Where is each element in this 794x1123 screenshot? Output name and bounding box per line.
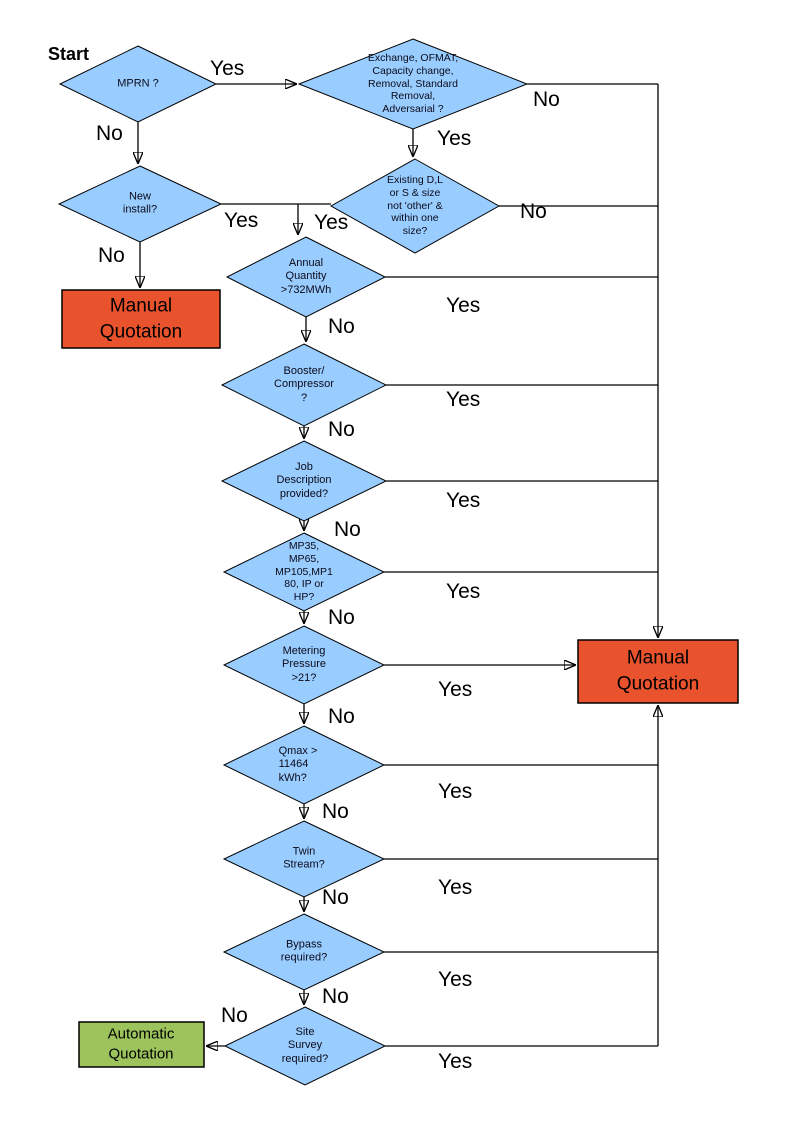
decision-job-label: Job Description provided?	[276, 460, 332, 500]
edge-label-exchange-no: No	[533, 88, 560, 111]
manual-quotation-left-label: Manual Quotation	[99, 295, 183, 342]
decision-mp35-label: MP35, MP65, MP105,MP1 80, IP or HP?	[275, 540, 333, 604]
automatic-quotation-box	[78, 1021, 205, 1068]
edge-label-bypass-no: No	[322, 985, 349, 1008]
decision-new-install-label: New install?	[122, 190, 158, 216]
decision-metering-label: Metering Pressure >21?	[281, 644, 327, 684]
edge-label-site-no: No	[221, 1004, 248, 1027]
edge-label-mp35-yes: Yes	[446, 580, 481, 603]
edge-label-exchange-yes: Yes	[437, 127, 472, 150]
decision-bypass-shape	[222, 913, 386, 991]
decision-qmax-shape	[222, 725, 386, 805]
edge-label-mprn-no: No	[96, 122, 123, 145]
automatic-quotation-label: Automatic Quotation	[107, 1025, 175, 1063]
decision-booster-shape	[220, 343, 388, 427]
edge-label-metering-no: No	[328, 705, 355, 728]
edge-label-job-no: No	[334, 518, 361, 541]
decision-mprn-label: MPRN ?	[117, 77, 159, 90]
decision-qmax-label: Qmax > 11464 kWh?	[278, 744, 318, 784]
decision-annual-label: Annual Quantity >732MWh	[280, 256, 332, 296]
decision-new-install-shape	[57, 165, 223, 243]
decision-exchange-label: Exchange, OFMAT, Capacity change, Remova…	[367, 52, 459, 116]
manual-quotation-left-box	[61, 289, 221, 349]
decision-job-shape	[220, 440, 388, 522]
decision-annual-shape	[225, 236, 387, 318]
decision-existing-label: Existing D,L or S & size not 'other' & w…	[386, 174, 444, 238]
edge-label-existing-no: No	[520, 200, 547, 223]
decision-mp35-shape	[222, 532, 386, 612]
decision-twin-shape	[222, 820, 386, 898]
start-label: Start	[48, 44, 90, 64]
decision-site-label: Site Survey required?	[281, 1025, 329, 1065]
decision-mprn-shape	[58, 45, 218, 123]
edge-label-annual-no: No	[328, 315, 355, 338]
edge-label-twin-yes: Yes	[438, 876, 473, 899]
edge-label-booster-yes: Yes	[446, 388, 481, 411]
edge-label-bypass-yes: Yes	[438, 968, 473, 991]
edge-label-mp35-no: No	[328, 606, 355, 629]
manual-quotation-right-box	[577, 639, 739, 704]
edge-label-site-yes: Yes	[438, 1050, 473, 1073]
decision-booster-label: Booster/ Compressor ?	[274, 364, 334, 404]
decision-site-shape	[223, 1006, 387, 1086]
edge-label-newinstall-no: No	[98, 244, 125, 267]
edge-label-booster-no: No	[328, 418, 355, 441]
edge-label-newinstall-yes: Yes	[224, 209, 259, 232]
edge-label-metering-yes: Yes	[438, 678, 473, 701]
edge-label-twin-no: No	[322, 886, 349, 909]
decision-metering-shape	[222, 625, 386, 705]
edge-label-existing-yes: Yes	[314, 211, 349, 234]
edge-label-mprn-yes: Yes	[210, 57, 245, 80]
edge-label-annual-yes: Yes	[446, 294, 481, 317]
decision-exchange-shape	[297, 38, 529, 130]
edge-label-qmax-no: No	[322, 800, 349, 823]
edge-label-qmax-yes: Yes	[438, 780, 473, 803]
decision-existing-shape	[329, 158, 501, 254]
decision-bypass-label: Bypass required?	[280, 938, 328, 964]
manual-quotation-right-label: Manual Quotation	[616, 647, 700, 694]
edge-label-job-yes: Yes	[446, 489, 481, 512]
decision-twin-label: Twin Stream?	[283, 845, 325, 871]
